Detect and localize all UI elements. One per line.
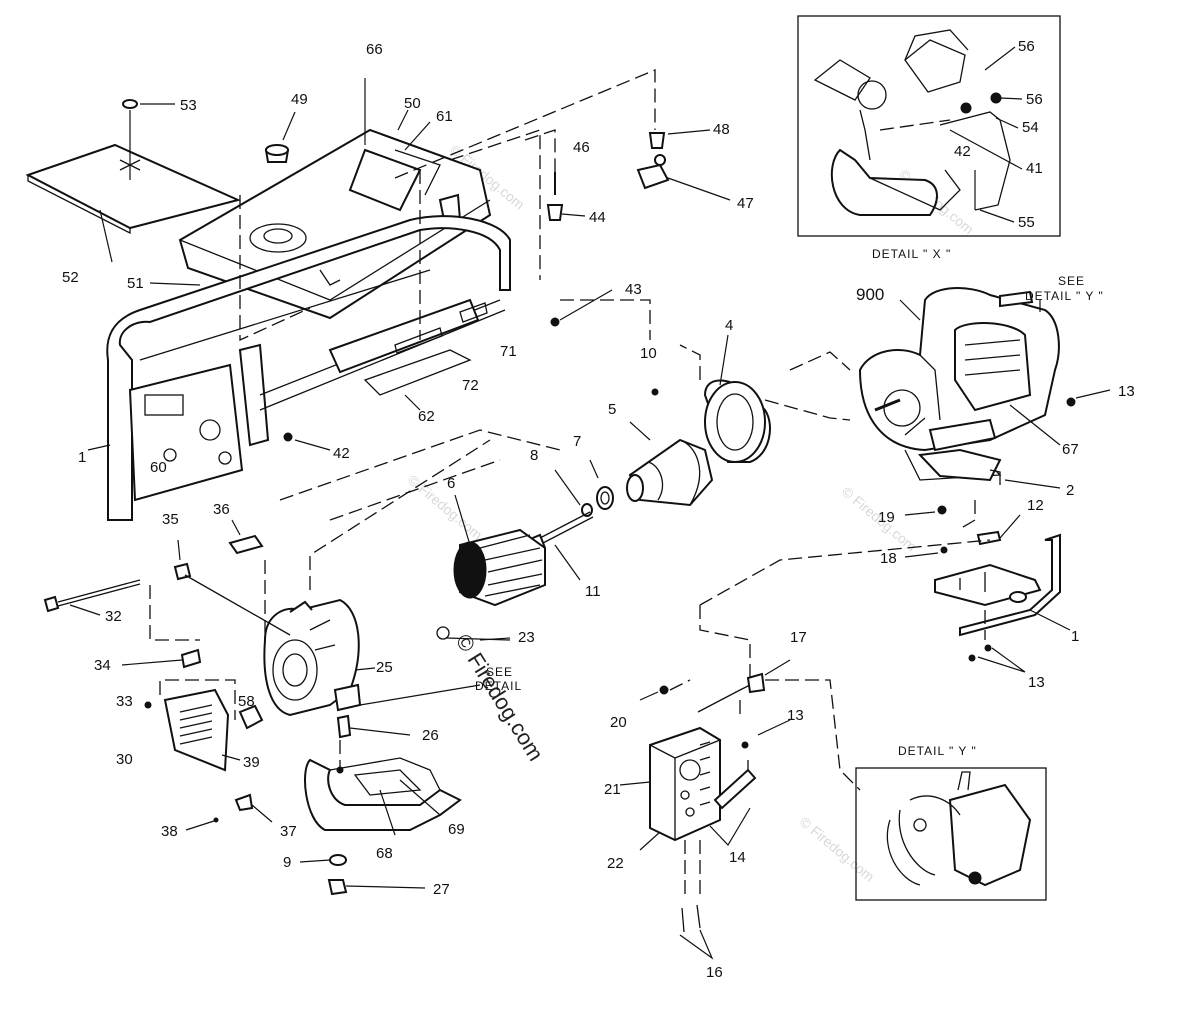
part-label: 43	[625, 281, 642, 298]
watermark-text: © Firedog.com	[405, 471, 486, 542]
part-label: 23	[518, 629, 535, 646]
part-label: 7	[573, 433, 581, 450]
stator-housing	[453, 494, 546, 607]
rotor	[626, 388, 714, 507]
see-detail-x-label: SEE DETAIL	[475, 665, 522, 693]
part-label: 32	[105, 608, 122, 625]
watermark-text: © Firedog.com	[797, 813, 878, 884]
part-label: 47	[737, 195, 754, 212]
part-label: 21	[604, 781, 621, 798]
part-label: 30	[116, 751, 133, 768]
part-label: 66	[366, 41, 383, 58]
see-label: SEE	[1058, 274, 1085, 288]
part-label: 48	[713, 121, 730, 138]
end-cover	[144, 679, 264, 772]
part-label: 6	[447, 475, 455, 492]
part-label: 55	[1018, 214, 1035, 231]
see-label: SEE	[486, 665, 513, 679]
part-label: 34	[94, 657, 111, 674]
hardware-top	[546, 129, 731, 327]
part-label: 67	[1062, 441, 1079, 458]
part-label: 72	[462, 377, 479, 394]
detail-x-caption: DETAIL " X "	[872, 247, 951, 261]
stator	[703, 334, 771, 463]
part-label: 4	[725, 317, 733, 334]
part-label: 58	[238, 693, 255, 710]
part-label: 14	[729, 849, 746, 866]
detail-x-reference: DETAIL	[475, 679, 522, 693]
part-label: 10	[640, 345, 657, 362]
part-label: 44	[589, 209, 606, 226]
generator-frame	[87, 215, 511, 521]
part-label: 38	[161, 823, 178, 840]
part-label: 20	[610, 714, 627, 731]
part-label: 25	[376, 659, 393, 676]
part-label: 11	[585, 583, 601, 600]
part-label: 1	[1071, 628, 1079, 645]
part-label: 12	[1027, 497, 1044, 514]
part-label: 13	[787, 707, 804, 724]
part-label: 13	[1118, 383, 1135, 400]
see-detail-y-label: SEE DETAIL " Y "	[1025, 274, 1104, 303]
center-watermark: © Firedog.com	[451, 629, 549, 765]
fuel-cap	[264, 111, 296, 163]
part-label: 26	[422, 727, 439, 744]
part-label: 17	[790, 629, 807, 646]
part-label: 62	[418, 408, 435, 425]
part-label: 42	[954, 143, 971, 160]
part-label: 35	[162, 511, 179, 528]
rear-bearing-carrier	[263, 598, 481, 717]
part-label: 71	[500, 343, 517, 360]
part-label: 61	[436, 108, 453, 125]
part-label: 39	[243, 754, 260, 771]
part-label: 41	[1026, 160, 1043, 177]
part-label: 18	[880, 550, 897, 567]
part-label: 68	[376, 845, 393, 862]
part-label: 19	[878, 509, 895, 526]
detail-y-inset: DETAIL " Y "	[855, 744, 1047, 901]
part-label: 51	[127, 275, 144, 292]
part-label: 2	[1066, 482, 1074, 499]
stud-screw	[436, 626, 511, 641]
detail-x-inset: 56 56 54 41 42 55 DETAIL " X "	[797, 15, 1061, 261]
part-label: 900	[856, 285, 884, 304]
engine	[858, 287, 1111, 481]
part-label: 46	[573, 139, 590, 156]
part-label: 1	[78, 449, 86, 466]
part-label: 22	[607, 855, 624, 872]
part-label: 54	[1022, 119, 1039, 136]
part-label: 53	[180, 97, 197, 114]
detail-y-reference: DETAIL " Y "	[1025, 289, 1104, 303]
detail-y-caption: DETAIL " Y "	[898, 744, 977, 758]
part-label: 16	[706, 964, 723, 981]
part-label: 42	[333, 445, 350, 462]
control-box	[619, 539, 991, 960]
part-label: 37	[280, 823, 297, 840]
part-label: 8	[530, 447, 538, 464]
part-label: 5	[608, 401, 616, 418]
housing-hardware	[43, 439, 491, 669]
part-label: 69	[448, 821, 465, 838]
cradle-base	[185, 714, 462, 896]
part-label: 56	[1026, 91, 1043, 108]
part-label: 13	[1028, 674, 1045, 691]
part-label: 36	[213, 501, 230, 518]
part-label: 50	[404, 95, 421, 112]
part-label: 33	[116, 693, 133, 710]
part-label: 9	[283, 854, 291, 871]
part-label: 27	[433, 881, 450, 898]
part-label: 60	[150, 459, 167, 476]
part-label: 49	[291, 91, 308, 108]
part-label: 52	[62, 269, 79, 286]
part-labels: 53 49 66 50 61 46 48 52 51 44 47 43 71 7…	[62, 41, 1135, 981]
part-label: 56	[1018, 38, 1035, 55]
engine-mount	[904, 448, 1071, 673]
side-panel	[25, 99, 242, 263]
